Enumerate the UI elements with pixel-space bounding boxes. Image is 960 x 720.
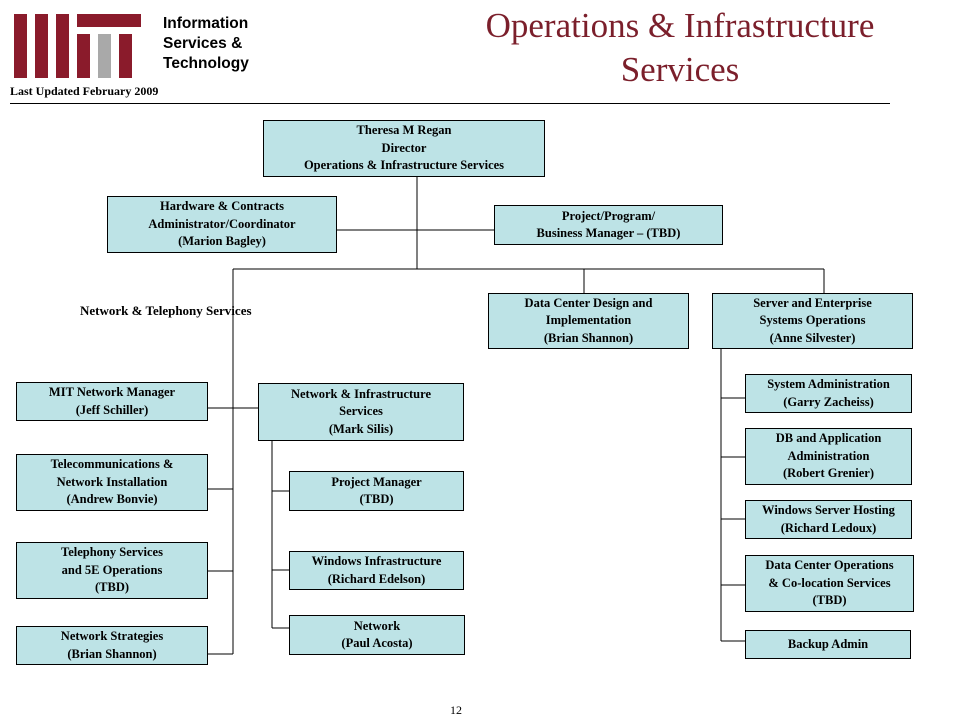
box-line: (Mark Silis) [328,421,394,436]
box-line: DB and Application [775,431,882,446]
logo-bar [77,14,141,27]
box-line: Network [353,618,401,633]
logo-bar [77,34,90,78]
department-name: Information Services & Technology [163,14,249,74]
box-line: (Brian Shannon) [67,646,157,661]
box-line: Network Installation [56,474,168,489]
box-line: Project/Program/ [561,208,656,223]
network-infrastructure-box: Network & Infrastructure Services (Mark … [258,383,464,441]
box-line: System Administration [767,377,890,391]
box-line: Services [339,404,383,419]
page-number: 12 [450,703,462,717]
box-line: Theresa M Regan [356,123,452,138]
windows-infrastructure-box: Windows Infrastructure (Richard Edelson) [289,551,464,590]
box-line: Windows Server Hosting [762,503,895,517]
project-program-box: Project/Program/ Business Manager – (TBD… [494,205,723,245]
box-line: (TBD) [94,580,130,595]
logo-bar [119,34,132,78]
data-center-operations-box: Data Center Operations & Co-location Ser… [745,555,914,612]
last-updated: Last Updated February 2009 [10,84,159,98]
box-line: Windows Infrastructure [311,554,442,568]
telecom-box: Telecommunications & Network Installatio… [16,454,208,511]
box-line: Hardware & Contracts [159,199,285,214]
box-line: (Robert Grenier) [782,466,875,481]
page-title: Operations & Infrastructure Services [485,6,875,89]
box-line: Telecommunications & [50,457,174,472]
box-line: Data Center Operations [765,558,894,573]
box-line: MIT Network Manager [48,385,176,399]
network-box: Network (Paul Acosta) [289,615,465,655]
mit-network-manager-box: MIT Network Manager (Jeff Schiller) [16,382,208,421]
department-line: Services & [163,35,243,52]
box-line: and 5E Operations [61,562,163,577]
box-line: Data Center Design and [524,295,653,310]
box-line: (Garry Zacheiss) [783,394,874,409]
box-line: (Marion Bagley) [178,234,266,249]
telephony-5e-box: Telephony Services and 5E Operations (TB… [16,542,208,599]
box-line: Network Strategies [60,629,164,643]
box-line: (Jeff Schiller) [75,402,149,417]
box-line: Backup Admin [787,636,869,651]
box-line: Operations & Infrastructure Services [303,158,505,173]
logo-bar [35,14,48,78]
box-line: Director [381,140,427,155]
project-manager-box: Project Manager (TBD) [289,471,464,511]
box-line: Project Manager [331,474,422,489]
box-line: (Paul Acosta) [341,636,413,650]
backup-admin-box: Backup Admin [745,630,911,659]
data-center-design-box: Data Center Design and Implementation (B… [488,293,689,349]
box-line: (Richard Ledoux) [780,520,877,535]
box-line: (TBD) [359,492,394,506]
department-line: Technology [163,55,249,72]
box-line: Server and Enterprise [753,295,872,310]
windows-server-hosting-box: Windows Server Hosting (Richard Ledoux) [745,500,912,539]
box-line: (TBD) [812,593,847,608]
box-line: Administration [787,448,870,463]
box-line: (Anne Silvester) [769,330,856,345]
network-telephony-label: Network & Telephony Services [80,303,252,318]
logo-bar [14,14,27,78]
box-line: (Richard Edelson) [327,571,426,586]
box-line: & Co-location Services [768,575,891,590]
director-box: Theresa M Regan Director Operations & In… [263,120,545,177]
box-line: Network & Infrastructure [290,386,431,401]
box-line: Implementation [545,313,632,328]
hardware-contracts-box: Hardware & Contracts Administrator/Coord… [107,196,337,253]
system-administration-box: System Administration (Garry Zacheiss) [745,374,912,413]
box-line: (Brian Shannon) [543,330,634,345]
box-line: Business Manager – (TBD) [536,226,681,240]
box-line: Administrator/Coordinator [148,216,296,231]
department-line: Information [163,15,249,32]
box-line: Telephony Services [61,545,163,560]
network-strategies-box: Network Strategies (Brian Shannon) [16,626,208,665]
logo-bar [98,34,111,78]
box-line: (Andrew Bonvie) [66,492,158,507]
server-enterprise-box: Server and Enterprise Systems Operations… [712,293,913,349]
title-divider [10,103,890,104]
logo-bar [56,14,69,78]
db-application-box: DB and Application Administration (Rober… [745,428,912,485]
box-line: Systems Operations [759,313,866,328]
